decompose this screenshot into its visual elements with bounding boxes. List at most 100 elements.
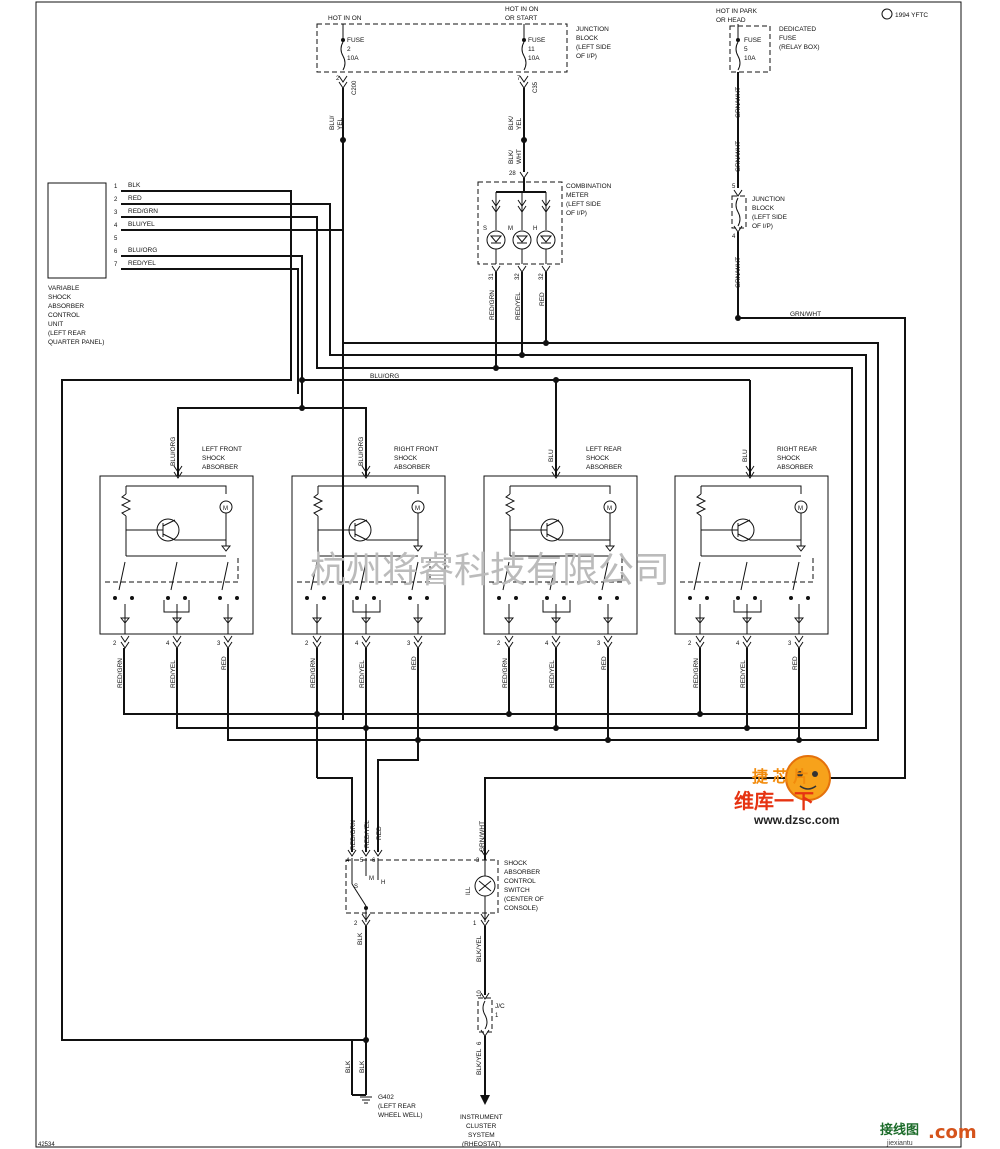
junction-block-2: 5 4 JUNCTION BLOCK (LEFT SIDE OF I/P) — [731, 184, 788, 240]
shock-rr-out-3: RED — [792, 656, 799, 670]
shock-lf-pin-1: 2 — [113, 641, 117, 647]
shock-lf-name-3: ABSORBER — [202, 464, 238, 471]
jb2-wire-main: GRN/WHT — [790, 311, 821, 318]
ground-label-2: (LEFT REAR — [378, 1103, 416, 1110]
shock-lr-name-1: LEFT REAR — [586, 446, 622, 453]
hot-in-on-label-a: HOT IN ON — [328, 15, 362, 22]
hot-in-park-label-1: HOT IN PARK — [716, 8, 758, 15]
c200-label: C200 — [352, 80, 358, 95]
junction-block-label-4: OF I/P) — [576, 53, 597, 60]
shock-rf-out-3: RED — [411, 656, 418, 670]
shock-rr-pin-2: 4 — [736, 641, 740, 647]
hot-in-park-label-2: OR HEAD — [716, 17, 746, 24]
shock-rr-box — [674, 475, 829, 635]
ecu-pin-4: 4 — [114, 223, 118, 229]
meter-pin-3: 32 — [539, 273, 545, 280]
shock-rr-pin-1: 2 — [688, 641, 692, 647]
switch-label-3: CONTROL — [504, 878, 536, 885]
shock-lr-box — [483, 475, 638, 635]
switch-pos-h: H — [381, 880, 385, 886]
ecu-pin-6: 6 — [114, 249, 118, 255]
jc-label: J/C — [495, 1003, 505, 1010]
shock-absorber-rr: RIGHT REAR SHOCK ABSORBER BLU M — [674, 440, 829, 740]
footer-logo: 接线图 .com jiexiantu — [880, 1122, 977, 1147]
fuse-5-amp: 10A — [744, 55, 756, 62]
cluster-label-2: CLUSTER — [466, 1123, 497, 1130]
jb2-pin-1: 5 — [732, 184, 736, 190]
jc-wire: BLK/YEL — [476, 1048, 483, 1075]
fuse-11-icon — [521, 41, 527, 71]
switch-wire-1: RED/GRN — [350, 820, 357, 850]
footer-logo-sub: jiexiantu — [886, 1140, 913, 1147]
fuse-5-label: FUSE — [744, 37, 762, 44]
wire-label-blk: BLK/ — [508, 116, 515, 130]
svg-text:M: M — [223, 506, 228, 512]
control-switch: RED/GRN RED/YEL RED GRN/WHT 4 5 6 3 S M … — [345, 820, 544, 927]
junction-block-label-3: (LEFT SIDE — [576, 44, 612, 51]
shock-absorber-lr: LEFT REAR SHOCK ABSORBER BLU M — [483, 440, 638, 740]
shock-lf-out-2: RED/YEL — [170, 660, 177, 688]
shock-rf-out-1: RED/GRN — [310, 658, 317, 688]
svg-text:M: M — [798, 506, 803, 512]
jb2-label-1: JUNCTION — [752, 196, 785, 203]
meter-pin-2: 32 — [515, 273, 521, 280]
jc-pin-1: 10 — [477, 990, 483, 997]
meter-wire-label-3: RED — [539, 292, 546, 306]
footer-logo-com: .com — [928, 1122, 977, 1143]
control-unit-box — [47, 182, 107, 279]
ecu-label-6: (LEFT REAR — [48, 330, 86, 337]
shock-rf-name-3: ABSORBER — [394, 464, 430, 471]
fuse-5-number: 5 — [744, 46, 748, 53]
shock-rf-pin-3: 3 — [407, 641, 411, 647]
shock-rr-name-1: RIGHT REAR — [777, 446, 817, 453]
switch-out-pin: 2 — [354, 921, 358, 927]
shock-lf-out-3: RED — [221, 656, 228, 670]
c35-label: C35 — [533, 81, 539, 93]
ecu-label-5: UNIT — [48, 321, 63, 328]
ecu-wire-4: BLU/YEL — [128, 221, 155, 228]
meter-led-m-label: M — [508, 226, 513, 232]
fuse-2-icon — [340, 41, 346, 71]
switch-label-5: (CENTER OF — [504, 896, 544, 903]
wire-label-yel: YEL — [337, 117, 344, 130]
junction-block-outline — [316, 23, 568, 73]
shock-rf-name-2: SHOCK — [394, 455, 418, 462]
switch-ill: ILL — [466, 886, 472, 895]
shock-lf-pin-3: 3 — [217, 641, 221, 647]
shock-rf-box — [291, 475, 446, 635]
wire-label-blu: BLU/ — [329, 115, 336, 130]
shock-lr-out-3: RED — [601, 656, 608, 670]
switch-blade — [351, 883, 367, 907]
meter-in-wire-2: WHT — [516, 149, 523, 164]
fuse-11-label: FUSE — [528, 37, 546, 44]
shock-lf-out-1: RED/GRN — [117, 658, 124, 688]
mascot-icon — [785, 755, 831, 801]
ecu-pin-2: 2 — [114, 197, 118, 203]
shock-lf-name-2: SHOCK — [202, 455, 226, 462]
ecu-label-4: CONTROL — [48, 312, 80, 319]
diagram-frame — [35, 1, 962, 1148]
shock-rf-out-2: RED/YEL — [359, 660, 366, 688]
junction-block-2-outline — [731, 195, 747, 229]
shock-lr-name-3: ABSORBER — [586, 464, 622, 471]
jb2-pin-2: 4 — [732, 234, 736, 240]
copyright-text: 1994 YFTC — [895, 12, 928, 19]
shock-rr-out-2: RED/YEL — [740, 660, 747, 688]
switch-wire-4: GRN/WHT — [479, 821, 486, 852]
doc-id: 42534 — [38, 1142, 55, 1148]
dedicated-fuse-label-2: FUSE — [779, 35, 797, 42]
ecu-pin-5: 5 — [114, 236, 118, 242]
control-unit: VARIABLE SHOCK ABSORBER CONTROL UNIT (LE… — [47, 182, 158, 346]
switch-pos-s: S — [354, 884, 358, 890]
copyright-icon — [881, 8, 893, 20]
wire-label-grn-wht-2: GRN/WHT — [735, 141, 742, 172]
meter-led-s-label: S — [483, 226, 487, 232]
ecu-wire-1: BLK — [128, 182, 141, 189]
combination-meter-outline — [477, 181, 563, 265]
dedicated-fuse-label-1: DEDICATED — [779, 26, 816, 33]
shock-lr-pin-2: 4 — [545, 641, 549, 647]
ecu-pin-3: 3 — [114, 210, 118, 216]
dedicated-fuse-outline — [729, 25, 771, 73]
wire-blk — [61, 190, 364, 1041]
wire-grn-wht-run — [484, 317, 906, 860]
